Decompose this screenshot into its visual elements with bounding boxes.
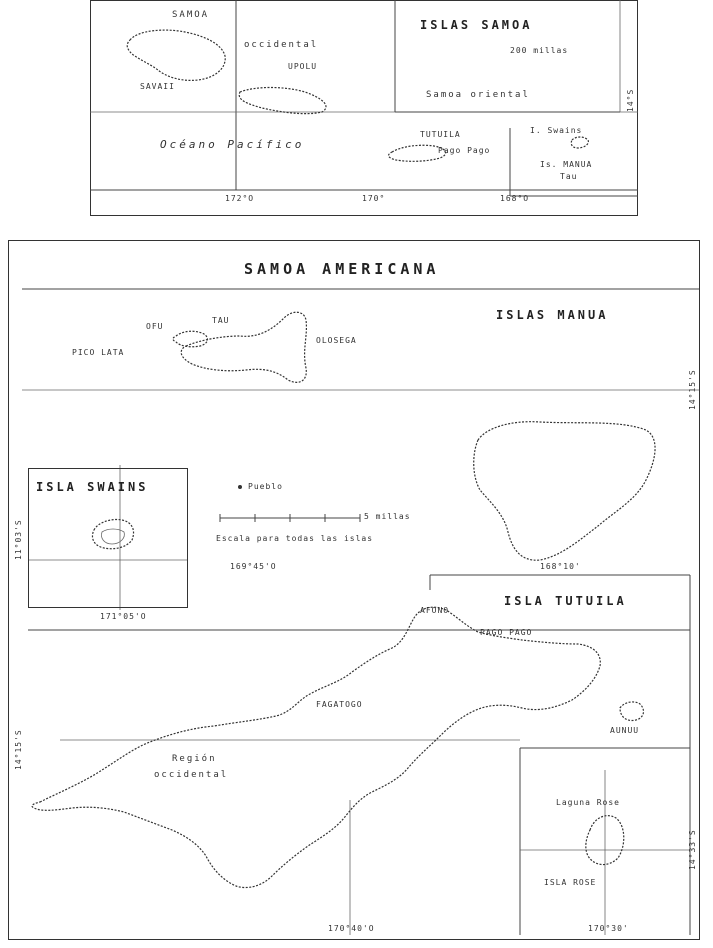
section-title-swains: ISLA SWAINS: [36, 480, 149, 494]
main-map-frame: [8, 240, 700, 940]
label-lat-rose: 14°33'S: [688, 829, 697, 870]
main-title: SAMOA AMERICANA: [244, 260, 440, 278]
label-200-millas: 200 millas: [510, 46, 569, 55]
label-savaii: SAVAII: [140, 82, 175, 91]
label-oceano: Océano Pacífico: [160, 138, 305, 151]
label-region: Región: [172, 754, 217, 764]
label-region-occidental: occidental: [154, 770, 229, 780]
label-swains: I. Swains: [530, 126, 583, 135]
label-lon-tutuila: 170°40'O: [328, 924, 375, 933]
label-lon-170: 170°: [362, 194, 386, 203]
legend-scale-label: 5 millas: [364, 512, 411, 521]
label-lat-swains: 11°03'S: [14, 519, 23, 560]
label-isla-rose: ISLA ROSE: [544, 878, 597, 887]
label-pico-lata: PICO LATA: [72, 348, 125, 357]
label-tutuila-small: TUTUILA: [420, 130, 461, 139]
aunuu-island: [619, 701, 645, 722]
label-lat-14: 14°S: [626, 88, 635, 112]
label-manua-sub: Tau: [560, 172, 578, 181]
label-laguna-rose: Laguna Rose: [556, 798, 620, 807]
legend-lon-label: 169°45'O: [230, 562, 277, 571]
legend-note: Escala para todas las islas: [216, 534, 374, 543]
label-lat-tutuila: 14°15'S: [14, 729, 23, 770]
label-lon-168: 168°O: [500, 194, 530, 203]
town-legend-marker: [238, 485, 242, 489]
rose-atoll-large: [473, 421, 656, 561]
manua-small: [570, 136, 589, 149]
label-samoa-oriental: Samoa oriental: [426, 90, 530, 100]
legend-town-label: Pueblo: [248, 482, 283, 491]
label-manua: Is. MANUA: [540, 160, 593, 169]
label-lon-172: 172°O: [225, 194, 255, 203]
label-ofu: OFU: [146, 322, 164, 331]
label-tau: TAU: [212, 316, 230, 325]
tutuila-large: [31, 606, 601, 889]
section-title-tutuila: ISLA TUTUILA: [504, 594, 627, 608]
label-tutuila-sub: Pago Pago: [438, 146, 491, 155]
label-fagatogo: FAGATOGO: [316, 700, 363, 709]
label-upolu: UPOLU: [288, 62, 318, 71]
savaii-island: [126, 29, 226, 81]
label-olosega: OLOSEGA: [316, 336, 357, 345]
label-lat-manua: 14°15'S: [688, 369, 697, 410]
inset-samoa-frame: [90, 0, 638, 216]
label-lon-swains: 171°05'O: [100, 612, 147, 621]
label-pago-pago: PAGO PAGO: [480, 628, 533, 637]
upolu-island: [238, 86, 327, 115]
swains-inset-frame: [28, 468, 188, 608]
label-lon-tutuila-2: 170°30': [588, 924, 629, 933]
label-afono: AFONO: [420, 606, 450, 615]
inset-title-islas-samoa: ISLAS SAMOA: [420, 18, 533, 32]
tau-island: [180, 311, 308, 383]
swains-island: [91, 518, 135, 550]
label-occidental: occidental: [244, 40, 319, 50]
ofu-island: [172, 330, 209, 348]
rose-lon-label: 168°10': [540, 562, 581, 571]
label-aunuu: AUNUU: [610, 726, 640, 735]
section-title-manua: ISLAS MANUA: [496, 308, 609, 322]
label-samoa: SAMOA: [172, 10, 210, 20]
